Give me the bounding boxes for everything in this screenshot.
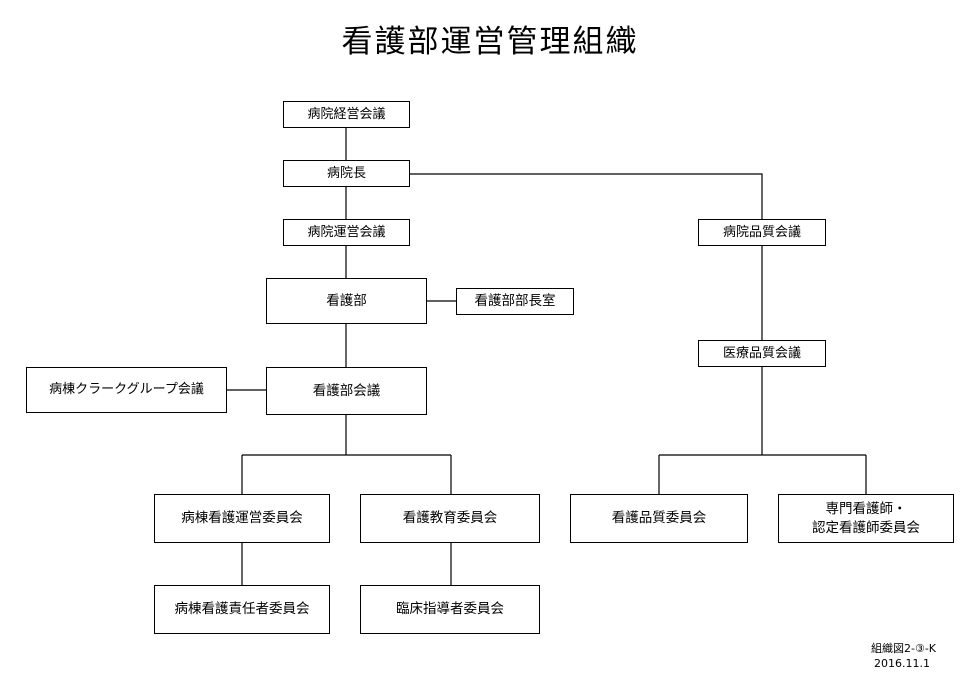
node-clinical-instructor-committee: 臨床指導者委員会 — [360, 585, 540, 634]
footer-diagram-code: 組織図2-③-K — [870, 642, 936, 655]
page-title: 看護部運営管理組織 — [341, 24, 639, 60]
node-hospital-management-council: 病院経営会議 — [283, 101, 410, 128]
node-nursing-quality-committee: 看護品質委員会 — [570, 494, 748, 543]
node-hospital-quality-council: 病院品質会議 — [698, 219, 826, 246]
node-nursing-department-meeting: 看護部会議 — [266, 367, 427, 415]
node-ward-clerk-group-meeting: 病棟クラークグループ会議 — [26, 367, 227, 413]
node-ward-nursing-operations-committee: 病棟看護運営委員会 — [154, 494, 330, 543]
connector-director-to-quality — [409, 173, 763, 219]
node-hospital-operations-council: 病院運営会議 — [283, 219, 410, 246]
node-nursing-department: 看護部 — [266, 278, 427, 324]
node-hospital-director: 病院長 — [283, 160, 410, 187]
node-specialist-nurse-committee: 専門看護師・ 認定看護師委員会 — [778, 494, 954, 543]
node-nursing-director-office: 看護部部長室 — [456, 288, 574, 315]
node-medical-quality-council: 医療品質会議 — [698, 340, 826, 367]
node-nursing-education-committee: 看護教育委員会 — [360, 494, 540, 543]
footer-date: 2016.11.1 — [874, 657, 930, 670]
node-ward-nursing-chief-committee: 病棟看護責任者委員会 — [154, 585, 330, 634]
